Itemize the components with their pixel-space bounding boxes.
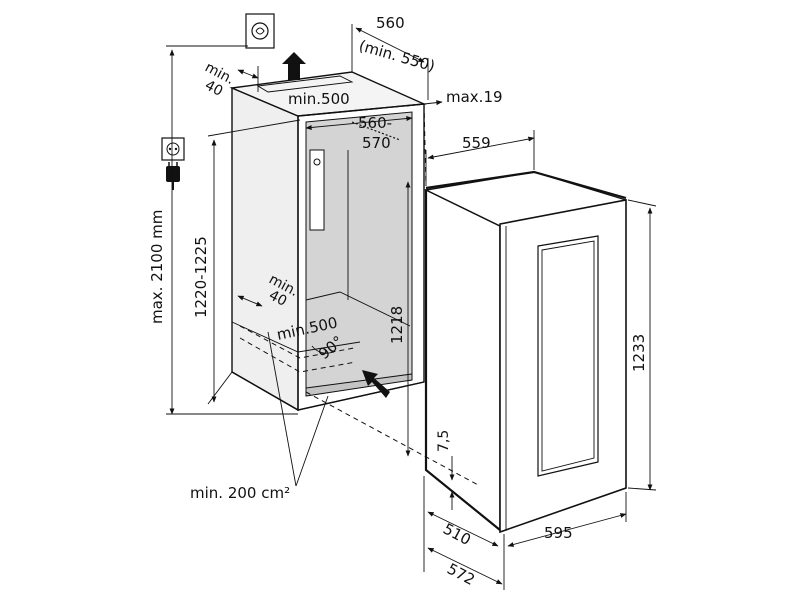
airflow-in-arrow-icon (362, 370, 390, 398)
label-top-vent-val: 40 (202, 77, 225, 99)
appliance (423, 170, 627, 534)
power-plug-icon (166, 162, 180, 190)
label-appliance-height: 1233 (630, 334, 648, 372)
label-niche-height: 1220-1225 (192, 236, 210, 318)
niche-cabinet (229, 71, 427, 412)
label-appliance-depth: 559 (462, 134, 491, 152)
label-appliance-body-height: 1218 (388, 306, 406, 344)
niche-left-side (231, 86, 299, 412)
bottom-vent-grille (305, 373, 413, 397)
label-bottom-vent-val: 40 (266, 287, 289, 309)
label-niche-inner-width-2: 570 (362, 134, 391, 152)
label-max-gap: max.19 (446, 88, 503, 106)
label-cabinet-width: 560 (376, 14, 405, 32)
appliance-door (499, 199, 627, 534)
door-glass (537, 235, 599, 477)
airflow-up-arrow-icon (282, 52, 306, 80)
power-socket-icon (161, 137, 185, 161)
ventilation-icon (245, 13, 275, 49)
label-max-height: max. 2100 mm (148, 210, 166, 324)
label-vent-area: min. 200 cm² (190, 484, 290, 502)
label-door-offset: 7,5 (436, 430, 452, 452)
label-depth-572: 572 (444, 560, 478, 589)
label-depth-510: 510 (440, 520, 474, 549)
mounting-bracket (309, 149, 325, 231)
label-niche-inner-width: 560- (358, 114, 392, 132)
label-top-opening: min.500 (288, 90, 350, 108)
label-cabinet-width-min: (min. 550) (357, 37, 437, 76)
label-width-595: 595 (544, 524, 573, 542)
